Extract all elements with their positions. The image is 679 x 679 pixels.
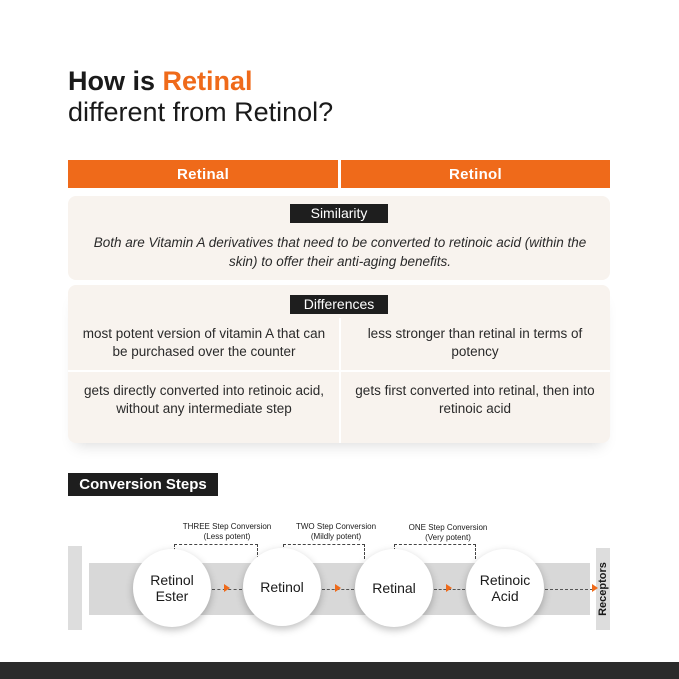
step-label-two-line1: TWO Step Conversion [295,522,377,531]
similarity-label: Similarity [290,204,388,223]
pathway-start-bar [68,546,82,630]
difference-retinol-1: less stronger than retinal in terms of p… [367,326,583,359]
arrow-icon [224,584,230,592]
title-accent: Retinal [162,66,253,96]
stage-retinoic-acid: Retinoic Acid [466,549,544,627]
step-label-one-line1: ONE Step Conversion [408,523,488,532]
step-label-one: ONE Step Conversion (Very potent) [398,523,498,543]
title-line2: different from Retinol? [68,97,334,127]
stage-label: Retinol [260,579,304,595]
column-header-retinal: Retinal [68,160,338,188]
stage-retinol: Retinol [243,548,321,626]
arrow-icon [335,584,341,592]
step-label-three: THREE Step Conversion (Less potent) [172,522,282,542]
column-divider [339,318,341,443]
page-title: How is Retinal different from Retinol? [68,66,333,128]
receptors-bar [596,548,610,630]
difference-retinal-2: gets directly converted into retinoic ac… [83,383,325,416]
arrow-icon [446,584,452,592]
footer-bar [0,662,679,679]
similarity-text: Both are Vitamin A derivatives that need… [93,235,587,269]
step-label-two: TWO Step Conversion (Mildly potent) [284,522,388,542]
row-divider [68,370,610,372]
conversion-steps-title: Conversion Steps [68,473,218,496]
stage-label: Retinoic Acid [479,572,531,604]
differences-label: Differences [290,295,388,314]
stage-retinol-ester: Retinol Ester [133,549,211,627]
step-label-three-line1: THREE Step Conversion [182,522,272,531]
stage-label: Retinol Ester [150,572,194,604]
column-header-retinol: Retinol [341,160,610,188]
step-label-two-line2: (Mildly potent) [310,532,362,541]
difference-retinol-2: gets first converted into retinal, then … [355,383,595,416]
step-label-three-line2: (Less potent) [203,532,251,541]
difference-retinal-1: most potent version of vitamin A that ca… [82,326,326,359]
stage-label: Retinal [372,580,416,596]
receptors-label: Receptors [597,562,609,616]
step-label-one-line2: (Very potent) [425,533,471,542]
arrow-icon [592,584,598,592]
title-part1: How is [68,66,163,96]
connector-4 [545,589,593,590]
stage-retinal: Retinal [355,549,433,627]
